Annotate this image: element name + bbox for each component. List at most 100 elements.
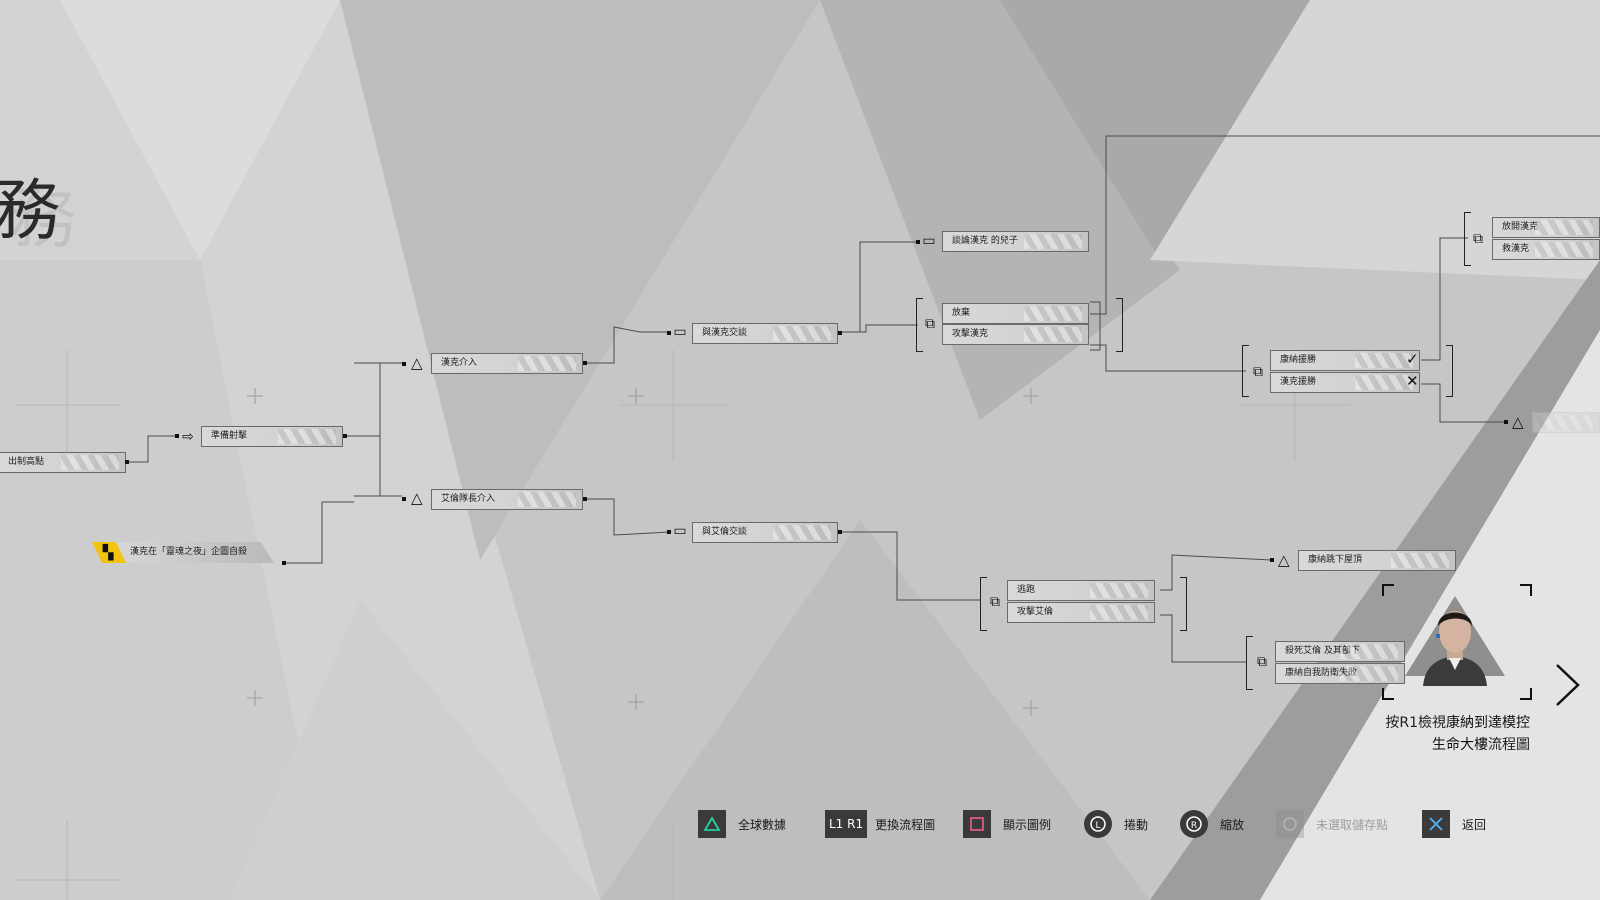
flow-node-connor-rescue[interactable]: 康納援勝 [1270,350,1420,371]
zoom-button[interactable]: R 縮放 [1180,808,1244,840]
caption-highlight-2: 生命大樓 [1432,737,1488,753]
branch-choice-icon: ⧉ [925,316,935,332]
flow-node-attack-allen[interactable]: 攻擊艾倫 [1007,602,1155,623]
caption-highlight: 康納到達模控 [1446,715,1530,731]
connector-dot [1504,420,1508,424]
choice-bracket [1180,577,1187,631]
zoom-label: 縮放 [1220,817,1245,832]
show-legend-button[interactable]: 顯示圖例 [963,808,1051,840]
flow-node-kill-allen[interactable]: 殺死艾倫 及其部下 [1275,641,1405,662]
caption-suffix: 流程圖 [1488,737,1530,753]
check-icon: ✓ [1406,350,1419,368]
connector-dot [1270,558,1274,562]
flow-node-talk-hank[interactable]: 與漢克交談 [692,323,838,344]
flow-node-connor-jump[interactable]: 康納跳下屋頂 [1298,550,1456,571]
connor-portrait [1405,596,1505,686]
preview-caption: 按R1檢視康納到達模控 生命大樓流程圖 [1300,712,1530,756]
flow-node-give-up[interactable]: 放棄 [942,303,1089,324]
speech-bubble-icon: ▭ [922,233,936,249]
flowchart-preview-frame[interactable] [1382,584,1532,700]
pan-label: 捲動 [1124,817,1149,832]
right-stick-icon: R [1180,810,1208,838]
flow-node-hank-intervene[interactable]: 漢克介入 [431,353,583,374]
checkpoint-button[interactable]: 未選取儲存點 [1276,808,1388,840]
speech-bubble-icon: ▭ [673,523,687,539]
connector-dot [667,331,671,335]
flow-node-attack-hank[interactable]: 攻擊漢克 [942,324,1089,345]
branch-choice-icon: ⧉ [1253,364,1263,380]
checkpoint-label: 未選取儲存點 [1316,817,1389,832]
frame-corner [1520,688,1532,700]
flow-node-allen-intervene[interactable]: 艾倫隊長介入 [431,489,583,510]
branch-choice-icon: ⧉ [1257,654,1267,670]
svg-text:R: R [1191,821,1197,831]
connector-dot [583,361,587,365]
chevron-right-icon[interactable] [1552,662,1582,708]
cross-key-icon [1422,810,1450,838]
global-data-label: 全球數據 [738,817,787,832]
triangle-icon: △ [411,489,423,507]
back-label: 返回 [1462,817,1487,832]
pan-button[interactable]: L 捲動 [1084,808,1148,840]
flow-node-save-hank[interactable]: 救漢克 [1492,239,1600,260]
connector-dot [402,497,406,501]
choice-bracket [980,577,987,631]
connector-dot [838,530,842,534]
choice-bracket [1464,212,1471,266]
cross-icon: ✕ [1406,372,1419,390]
branch-choice-icon: ⧉ [1473,231,1483,247]
back-button[interactable]: 返回 [1422,808,1486,840]
connector-dot [125,460,129,464]
arrow-right-icon: ⇨ [182,429,194,445]
choice-bracket [1116,298,1123,352]
flow-node-prepare-shoot[interactable]: 準備射擊 [201,426,343,447]
preview-caption-line2: 生命大樓流程圖 [1300,734,1530,756]
switch-flowchart-label: 更換流程圖 [875,817,936,832]
svg-text:L: L [1095,821,1100,831]
triangle-key-icon [698,810,726,838]
connector-dot [402,362,406,366]
flow-node-connor-self-defense[interactable]: 康納自我防衛失敗 [1275,663,1405,684]
caption-prefix: 按R1檢視 [1385,715,1446,731]
flow-node-discuss-son[interactable]: 談論漢克 的兒子 [942,231,1089,252]
frame-corner [1382,584,1394,596]
preview-caption-line1: 按R1檢視康納到達模控 [1300,712,1530,734]
page-title-ghost: 務 [10,180,76,257]
global-data-button[interactable]: 全球數據 [698,808,786,840]
l1-r1-key-icon: L1 R1 [825,810,868,838]
triangle-icon: △ [1512,413,1524,431]
flow-node-locked-suicide[interactable]: 漢克在「靈魂之夜」企圖自殺 ▚ [92,542,280,563]
connector-dot [343,434,347,438]
frame-corner [1382,688,1394,700]
square-key-icon [963,810,991,838]
speech-bubble-icon: ▭ [673,324,687,340]
flow-node-escape[interactable]: 逃跑 [1007,580,1155,601]
connector-dot [175,434,179,438]
locked-node-label: 漢克在「靈魂之夜」企圖自殺 [110,542,274,563]
connector-dot [282,561,286,565]
flow-node-release-hank[interactable]: 放開漢克 [1492,217,1600,238]
connector-dot [916,240,920,244]
choice-bracket [1446,345,1453,397]
branch-choice-icon: ⧉ [990,594,1000,610]
page-title: 務 [0,172,60,249]
connector-dot [838,331,842,335]
connector-dot [667,530,671,534]
flow-node-hank-rescue[interactable]: 漢克援勝 [1270,372,1420,393]
flow-node-talk-allen[interactable]: 與艾倫交談 [692,522,838,543]
locked-tag [92,542,126,563]
flow-node-faded-unknown[interactable] [1532,412,1600,433]
switch-flowchart-button[interactable]: L1 R1 更換流程圖 [825,808,935,840]
padlock-icon: ▚ [102,545,114,561]
choice-bracket [1242,345,1249,397]
choice-bracket [916,298,923,352]
flow-node-left-cut[interactable]: 出制高點 [0,452,126,473]
connector-dot [583,497,587,501]
show-legend-label: 顯示圖例 [1003,817,1052,832]
frame-corner [1520,584,1532,596]
choice-bracket [1246,636,1253,690]
left-stick-icon: L [1084,810,1112,838]
circle-key-icon [1276,810,1304,838]
triangle-icon: △ [1278,551,1290,569]
